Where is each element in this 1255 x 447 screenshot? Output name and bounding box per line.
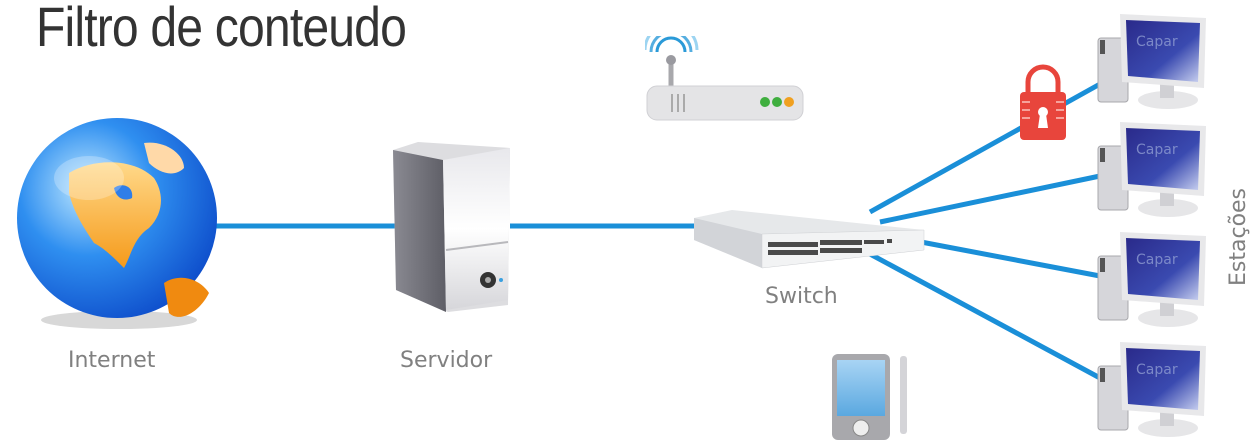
stations-label: Estações bbox=[1226, 187, 1251, 286]
link-switch-station-4 bbox=[868, 251, 1102, 381]
workstation-icon: Capar bbox=[1097, 122, 1206, 217]
station-screen-text: Capar bbox=[1136, 34, 1178, 50]
tablet-icon bbox=[832, 354, 907, 440]
link-switch-station-3 bbox=[899, 235, 1101, 279]
tablet-node bbox=[830, 352, 912, 447]
internet-node bbox=[14, 118, 224, 338]
router-led-3 bbox=[784, 97, 794, 107]
router-led-2 bbox=[772, 97, 782, 107]
link-switch-station-2 bbox=[879, 173, 1101, 225]
station-1: Capar bbox=[1096, 12, 1208, 117]
page-title: Filtro de conteudo bbox=[36, 0, 407, 58]
workstation-icon: Capar bbox=[1097, 232, 1206, 327]
server-icon bbox=[393, 142, 510, 312]
lock-node bbox=[1018, 62, 1068, 147]
router-led-1 bbox=[760, 97, 770, 107]
station-2: Capar bbox=[1096, 120, 1208, 225]
switch-label: Switch bbox=[765, 284, 838, 309]
station-screen-text: Capar bbox=[1136, 142, 1178, 158]
workstation-icon: Capar bbox=[1097, 342, 1206, 437]
station-4: Capar bbox=[1096, 340, 1208, 445]
wifi-router-icon bbox=[643, 22, 804, 121]
globe-icon bbox=[17, 118, 217, 329]
workstation-icon: Capar bbox=[1097, 14, 1206, 109]
server-node bbox=[388, 140, 518, 320]
station-3: Capar bbox=[1096, 230, 1208, 335]
padlock-icon bbox=[1020, 64, 1066, 140]
station-screen-text: Capar bbox=[1136, 362, 1178, 378]
switch-icon bbox=[694, 210, 925, 269]
router-node bbox=[643, 22, 805, 133]
switch-node bbox=[692, 210, 927, 275]
server-label: Servidor bbox=[400, 348, 493, 373]
internet-label: Internet bbox=[68, 348, 156, 373]
station-screen-text: Capar bbox=[1136, 252, 1178, 268]
